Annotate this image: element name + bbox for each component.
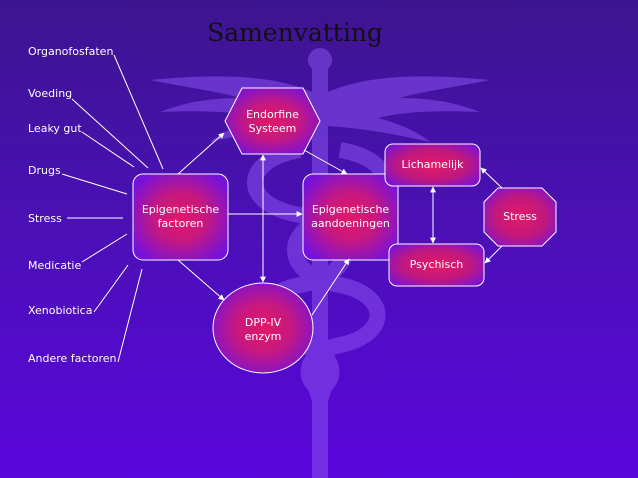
factor-xenobiotica: Xenobiotica [28,304,93,317]
dpp-iv-line2: enzym [244,330,282,343]
factor-stress: Stress [28,212,62,225]
connector-organofosfaten [113,54,164,170]
endorfine-node [224,87,321,155]
endorfine-label: Endorfine Systeem [225,108,320,136]
endorfine-label-line2: Systeem [248,122,297,135]
epigenetische-factoren-line2: factoren [157,217,204,230]
psychisch-node [388,243,485,287]
connector-xenobiotica [93,264,129,313]
epigenetische-aandoeningen-label: Epigenetische aandoeningen [303,203,398,231]
arrow-stress-to-lichamelijk [480,167,503,189]
factor-drugs: Drugs [28,164,61,177]
psychisch-label: Psychisch [409,258,464,271]
connector-drugs [61,173,128,195]
connector-leaky-gut [81,131,135,168]
lichamelijk-node [384,143,481,187]
factor-medicatie: Medicatie [28,259,82,272]
connector-voeding [71,98,149,169]
epigenetische-aandoeningen-node [302,173,399,261]
epigenetische-aandoeningen-line2: aandoeningen [311,217,390,230]
factor-connector-lines [61,54,164,363]
epigenetische-factoren-line1: Epigenetische [141,203,220,216]
factor-organofosfaten: Organofosfaten [28,45,114,58]
lichamelijk-label: Lichamelijk [401,158,464,171]
node-arrows [177,132,503,316]
factor-leaky-gut: Leaky gut [28,122,82,135]
dpp-iv-label: DPP-IV enzym [213,316,313,344]
epigenetische-factoren-node [132,173,229,261]
dpp-iv-line1: DPP-IV [244,316,282,329]
arrow-factoren-to-endorfine [177,132,225,175]
connector-andere-factoren [117,268,143,363]
arrow-stress-to-psychisch [484,245,503,264]
factor-voeding: Voeding [28,87,73,100]
stress-node-label: Stress [503,210,537,223]
factor-andere-factoren: Andere factoren [28,352,117,365]
dpp-iv-node [212,282,314,374]
connector-medicatie [81,233,128,263]
page-title: Samenvatting [207,18,383,47]
epigenetische-factoren-label: Epigenetische factoren [133,203,228,231]
arrow-dpp-to-aandoeningen [311,258,350,316]
stress-node [483,187,557,247]
arrow-endorfine-to-aandoeningen [303,149,348,175]
epigenetische-aandoeningen-line1: Epigenetische [311,203,390,216]
arrow-factoren-to-dpp [177,259,225,301]
endorfine-label-line1: Endorfine [246,108,299,121]
